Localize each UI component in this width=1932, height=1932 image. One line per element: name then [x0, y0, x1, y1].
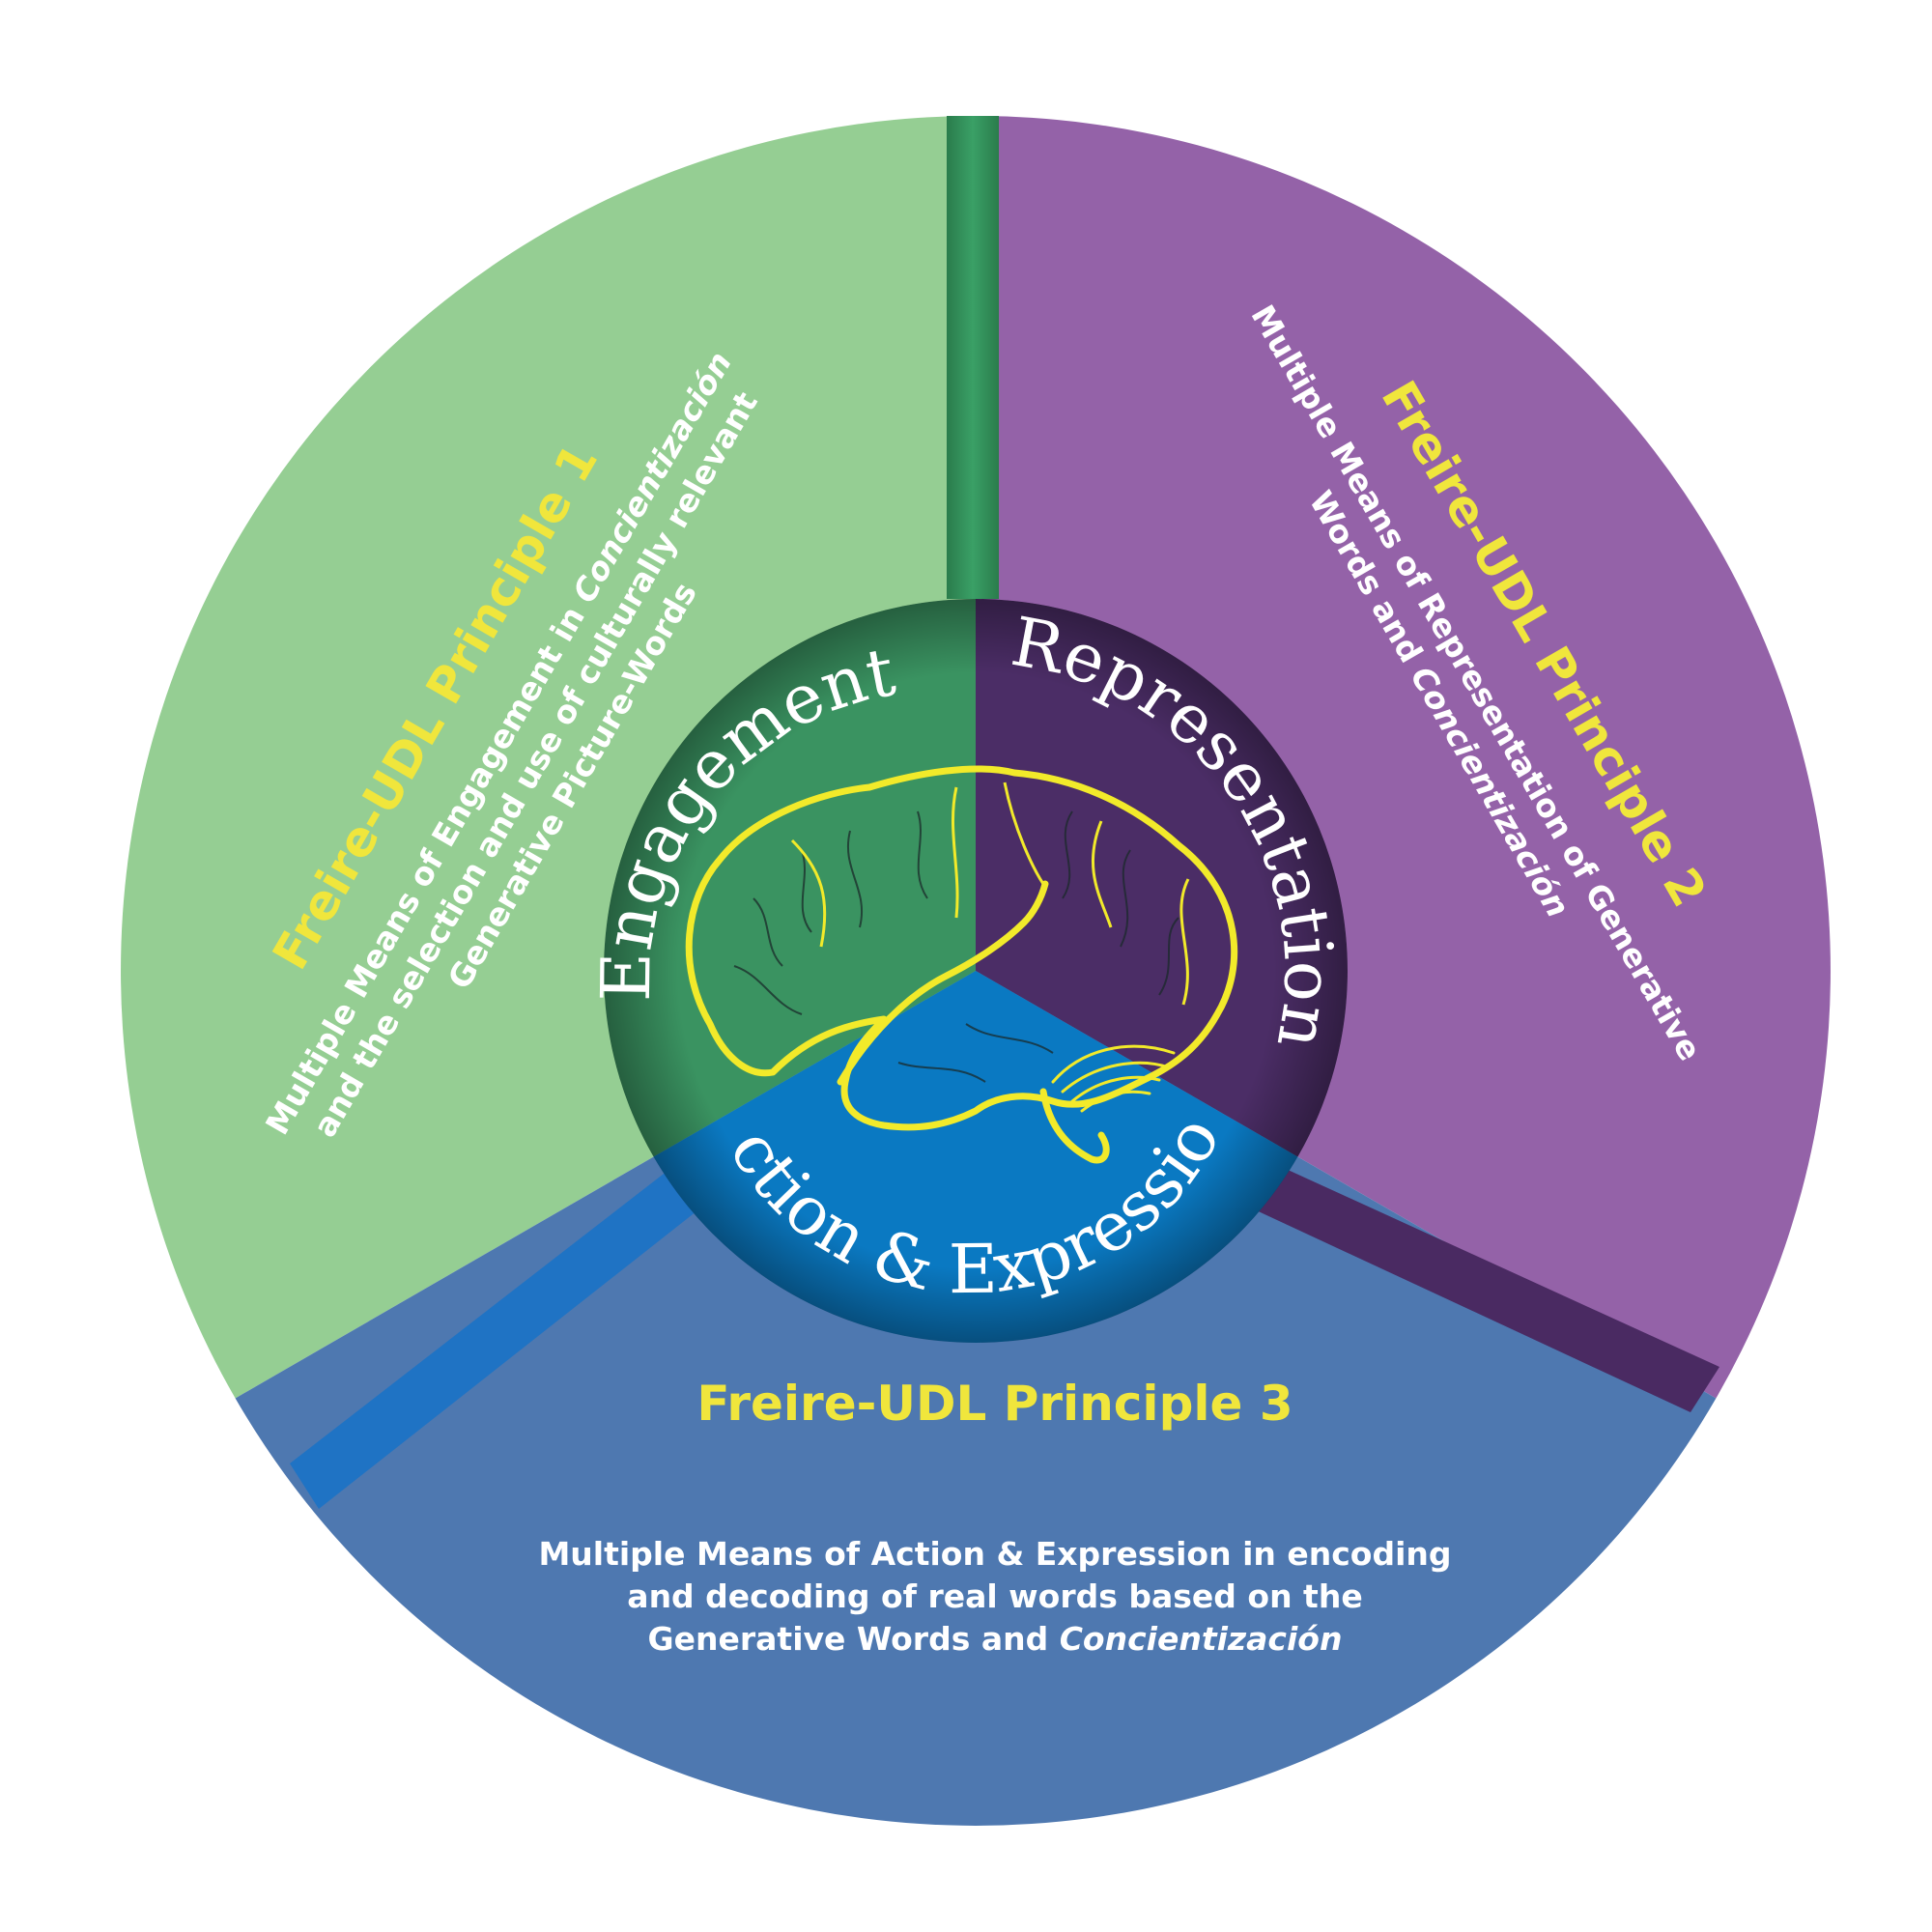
principle-3-description: Multiple Means of Action & Expression in… — [538, 1535, 1451, 1658]
hub-rim — [604, 599, 1348, 1343]
description-text-segment: Concientización — [1060, 1620, 1343, 1658]
divider-left — [290, 1164, 701, 1509]
sector-dividers — [290, 116, 1719, 1509]
brain-icon — [685, 765, 1238, 1164]
description-text-segment: Multiple Means of Action & Expression in… — [538, 1535, 1451, 1573]
outer-wheel — [121, 116, 1831, 1826]
principle-3-title: Freire-UDL Principle 3 — [696, 1376, 1293, 1432]
sector-principle-3 — [235, 971, 1717, 1826]
divider-top — [947, 116, 999, 599]
description-text-segment: and decoding of real words based on the — [627, 1577, 1362, 1615]
divider-right — [1250, 1164, 1719, 1412]
description-text-segment: Generative Words and — [648, 1620, 1060, 1658]
principle-3-block: Freire-UDL Principle 3 Multiple Means of… — [538, 1376, 1451, 1658]
